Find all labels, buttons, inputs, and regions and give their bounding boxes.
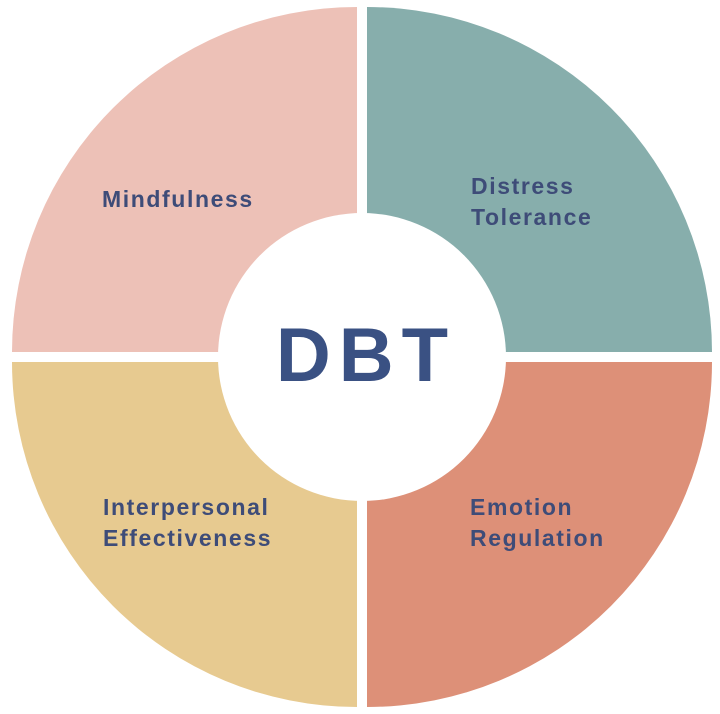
label-emotion-regulation-line1: Emotion — [470, 494, 574, 520]
label-interpersonal-effectiveness-line1: Interpersonal — [103, 494, 270, 520]
center-label-dbt: DBT — [275, 312, 457, 398]
label-emotion-regulation-line2: Regulation — [470, 525, 605, 551]
label-distress-tolerance: Distress Tolerance — [471, 171, 592, 233]
label-interpersonal-effectiveness: Interpersonal Effectiveness — [103, 492, 272, 554]
label-mindfulness: Mindfulness — [102, 184, 254, 215]
label-emotion-regulation: Emotion Regulation — [470, 492, 605, 554]
label-distress-tolerance-line2: Tolerance — [471, 204, 593, 230]
donut-hole — [218, 213, 506, 501]
label-mindfulness-line1: Mindfulness — [102, 186, 254, 212]
label-interpersonal-effectiveness-line2: Effectiveness — [103, 525, 273, 551]
label-distress-tolerance-line1: Distress — [471, 173, 575, 199]
